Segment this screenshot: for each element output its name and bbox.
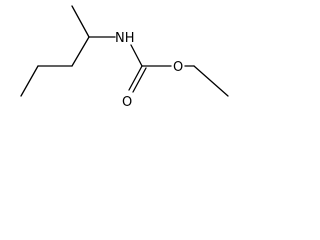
atom-label-carbonyl-oxygen: O [122,95,132,110]
atom-label-nh: NH [115,31,135,46]
bond-ch2-ch3 [20,65,39,97]
bond-carbonyl-double-b [132,67,147,93]
bond-methyl-branch [71,5,90,38]
bond-ch-ch2 [71,36,90,67]
atom-label-ester-oxygen: O [173,60,183,75]
structural-formula: NH O O [20,5,229,110]
bond-carbonyl-double-a [128,65,143,91]
bond-ethyl [193,65,229,97]
bond-nh-carbonyl [130,44,143,67]
